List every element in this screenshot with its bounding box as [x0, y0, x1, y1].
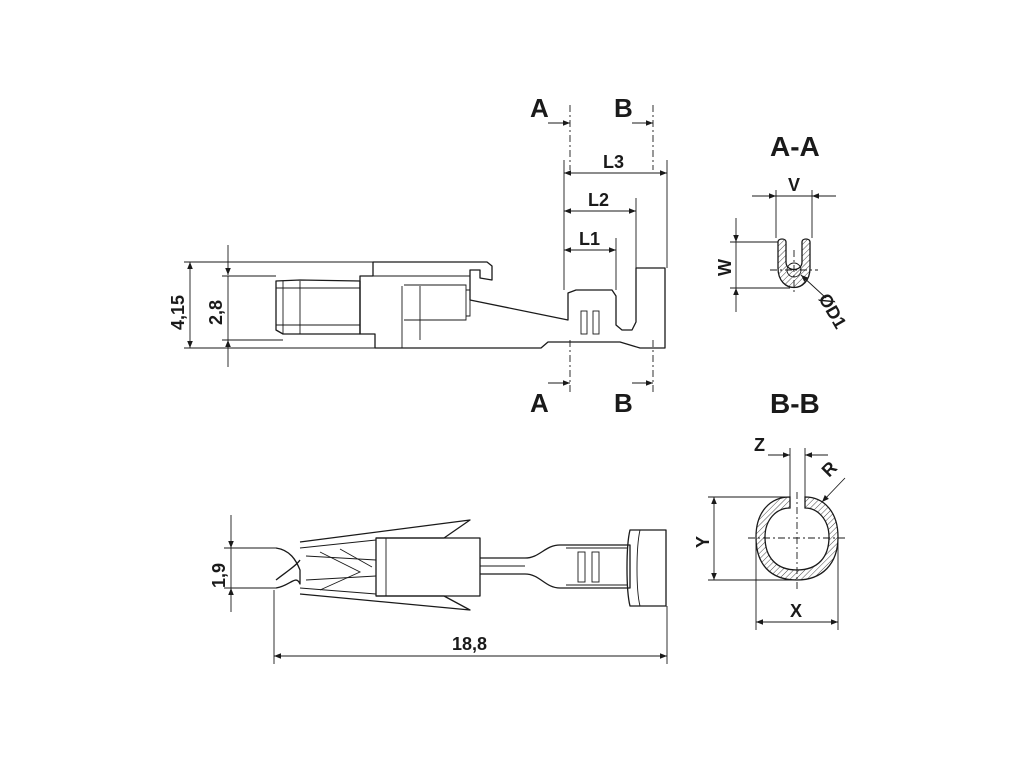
marker-label-a-top: A [530, 93, 549, 123]
section-title-bb: B-B [770, 388, 820, 419]
dimension-label-r: R [818, 457, 841, 480]
dimension-label-18-8: 18,8 [452, 634, 487, 654]
section-marker-a-bottom: A [530, 340, 571, 418]
dimension-4-15: 4,15 [168, 261, 375, 349]
dimension-18-8: 18,8 [273, 590, 668, 664]
section-aa: A-A V W ØD1 [715, 131, 850, 332]
section-marker-b-bottom: B [614, 340, 654, 418]
dimension-label-l3: L3 [603, 152, 624, 172]
dimension-label-z: Z [754, 435, 765, 455]
dimension-label-2-8: 2,8 [206, 300, 226, 325]
marker-label-b-bottom: B [614, 388, 633, 418]
dimension-label-y: Y [693, 536, 713, 548]
dimension-label-x: X [790, 601, 802, 621]
dimension-1-9: 1,9 [209, 515, 276, 612]
dimension-label-l2: L2 [588, 190, 609, 210]
section-marker-b-top: B [614, 93, 654, 170]
dimension-label-1-9: 1,9 [209, 563, 229, 588]
dimension-label-w: W [715, 259, 735, 276]
marker-label-b-top: B [614, 93, 633, 123]
dimension-2-8: 2,8 [206, 245, 283, 367]
dimension-label-v: V [788, 175, 800, 195]
side-view [275, 261, 666, 349]
dimension-l1: L1 [564, 229, 617, 290]
section-marker-a-top: A [530, 93, 571, 170]
top-view [275, 519, 667, 611]
dimension-label-l1: L1 [579, 229, 600, 249]
dimension-l3: L3 [563, 152, 668, 290]
dimension-label-4-15: 4,15 [168, 295, 188, 330]
marker-label-a-bottom: A [530, 388, 549, 418]
dimension-label-d1: ØD1 [815, 290, 851, 332]
section-title-aa: A-A [770, 131, 820, 162]
dimension-l2: L2 [564, 190, 637, 268]
section-bb: B-B Z R Y X [693, 388, 846, 630]
